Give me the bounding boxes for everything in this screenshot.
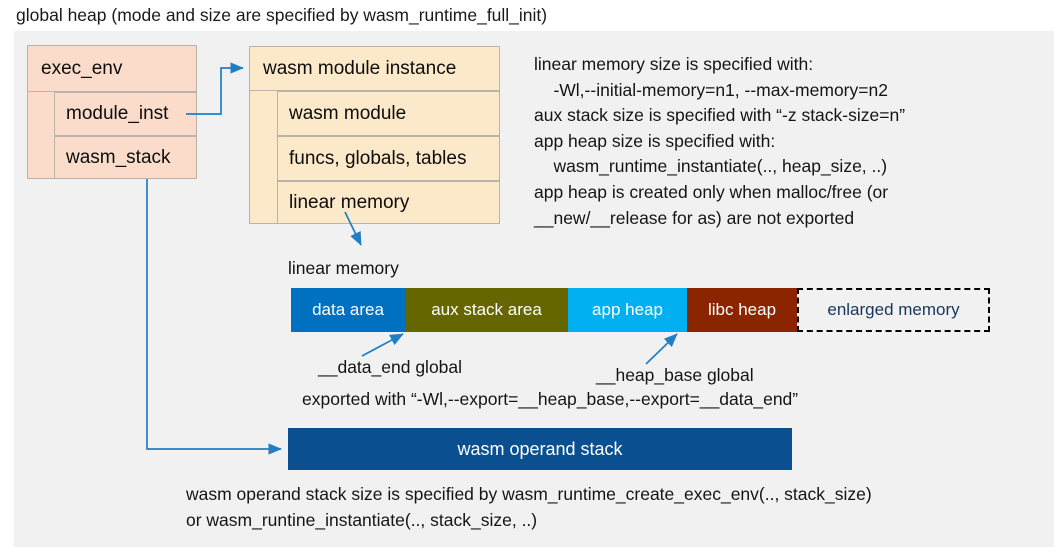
linear-memory-note: linear memory size is specified with: -W… (534, 54, 906, 228)
page-title: global heap (mode and size are specified… (16, 5, 548, 25)
wasm-module-label: wasm module (289, 102, 407, 124)
funcs-globals-tables-label: funcs, globals, tables (289, 147, 467, 169)
module-inst-label: module_inst (66, 103, 169, 124)
exec-env-row-wasm-stack: wasm_stack (54, 136, 197, 179)
operand-stack-note: wasm operand stack size is specified by … (186, 484, 872, 530)
exec-env-header-label: exec_env (41, 57, 123, 79)
wasm-module-instance-header-label: wasm module instance (263, 57, 457, 79)
wasm-operand-stack-label: wasm operand stack (457, 438, 623, 459)
memory-segment-data-area: data area (291, 288, 405, 332)
wasm-stack-label: wasm_stack (66, 146, 171, 168)
memory-segment-label: app heap (592, 300, 663, 319)
memory-segment-aux-stack-area: aux stack area (405, 288, 568, 332)
exec-env-header: exec_env (27, 45, 197, 92)
memory-segment-libc-heap: libc heap (687, 288, 797, 332)
module-row-funcs-globals-tables: funcs, globals, tables (277, 136, 500, 181)
linear-memory-caption: linear memory (288, 258, 399, 278)
wasm-module-instance-header: wasm module instance (249, 46, 500, 91)
linear-memory-row-label: linear memory (289, 191, 410, 213)
linear-memory-bar: data area aux stack area app heap libc heap… (291, 288, 990, 332)
memory-segment-label: aux stack area (431, 300, 542, 319)
wasm-operand-stack-bar: wasm operand stack (288, 428, 792, 470)
exported-with-annotation: exported with “-Wl,--export=__heap_base,… (302, 389, 799, 409)
memory-segment-app-heap: app heap (568, 288, 687, 332)
memory-segment-label: data area (312, 300, 384, 319)
memory-segment-label: libc heap (707, 300, 777, 319)
exec-env-row-module-inst: module_inst (54, 92, 197, 136)
module-row-wasm-module: wasm module (277, 91, 500, 136)
module-row-linear-memory: linear memory (277, 181, 500, 224)
data-end-annotation: __data_end global (318, 357, 463, 377)
memory-segment-label: enlarged memory (827, 300, 960, 319)
heap-base-annotation: __heap_base global (596, 365, 754, 385)
memory-segment-enlarged-memory: enlarged memory (797, 288, 990, 332)
